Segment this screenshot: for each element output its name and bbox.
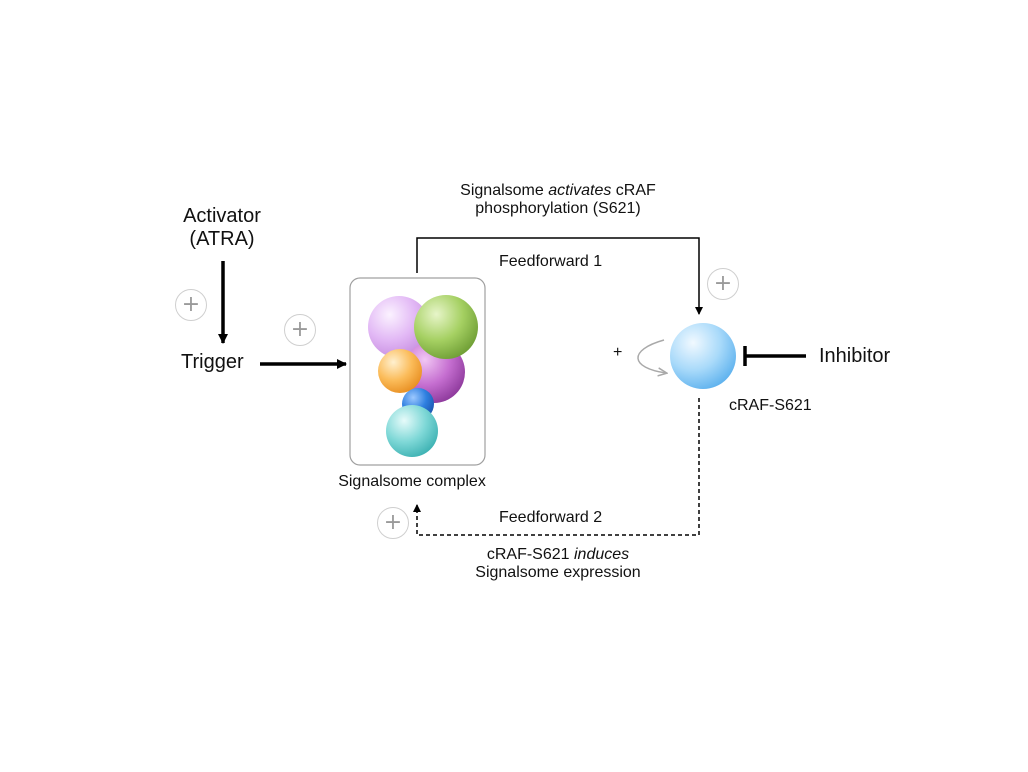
ff1-desc-emphasis: activates xyxy=(548,182,612,199)
ff1-desc-text-a: Signalsome xyxy=(460,182,549,199)
ff1-desc-text-b: cRAF xyxy=(611,182,656,199)
self-loop-sign: + xyxy=(613,344,623,361)
ff2-desc-text-a: cRAF-S621 xyxy=(486,546,574,563)
trigger-label: Trigger xyxy=(181,351,244,373)
subunit-orange xyxy=(378,349,422,393)
craf-self-loop-arrow xyxy=(637,339,666,373)
ff1-desc-line2: phosphorylation (S621) xyxy=(475,200,641,217)
plus-icon-activator: + xyxy=(175,289,207,321)
feedforward-2-label: Feedforward 2 xyxy=(499,509,603,526)
inhibitor-label: Inhibitor xyxy=(819,345,891,367)
ff2-desc-line1: cRAF-S621 induces xyxy=(408,546,708,564)
signalsome-complex-label: Signalsome complex xyxy=(338,473,486,490)
feedforward-2-arrow xyxy=(413,398,700,536)
plus-icon-feedforward-1: + xyxy=(707,268,739,300)
craf-s621-label: cRAF-S621 xyxy=(729,397,812,414)
activator-label: Activator (ATRA) xyxy=(162,205,282,251)
signalsome-subunits xyxy=(368,295,478,457)
craf-s621-node xyxy=(670,323,736,389)
feedforward-1-description: Signalsome activates cRAF phosphorylatio… xyxy=(408,182,708,218)
subunit-violet xyxy=(368,296,430,358)
subunit-teal xyxy=(386,405,438,457)
feedforward-1-arrow xyxy=(416,237,703,315)
ff1-desc-line1: Signalsome activates cRAF xyxy=(408,182,708,200)
plus-icon-feedforward-2: + xyxy=(377,507,409,539)
activator-name: Activator xyxy=(183,205,261,227)
feedforward-1-label: Feedforward 1 xyxy=(499,253,603,270)
activator-compound: (ATRA) xyxy=(189,228,255,250)
plus-icon-trigger: + xyxy=(284,314,316,346)
ff2-desc-line2: Signalsome expression xyxy=(475,564,641,581)
feedforward-2-description: cRAF-S621 induces Signalsome expression xyxy=(408,546,708,582)
ff2-desc-emphasis: induces xyxy=(573,546,630,563)
subunit-green xyxy=(414,295,478,359)
